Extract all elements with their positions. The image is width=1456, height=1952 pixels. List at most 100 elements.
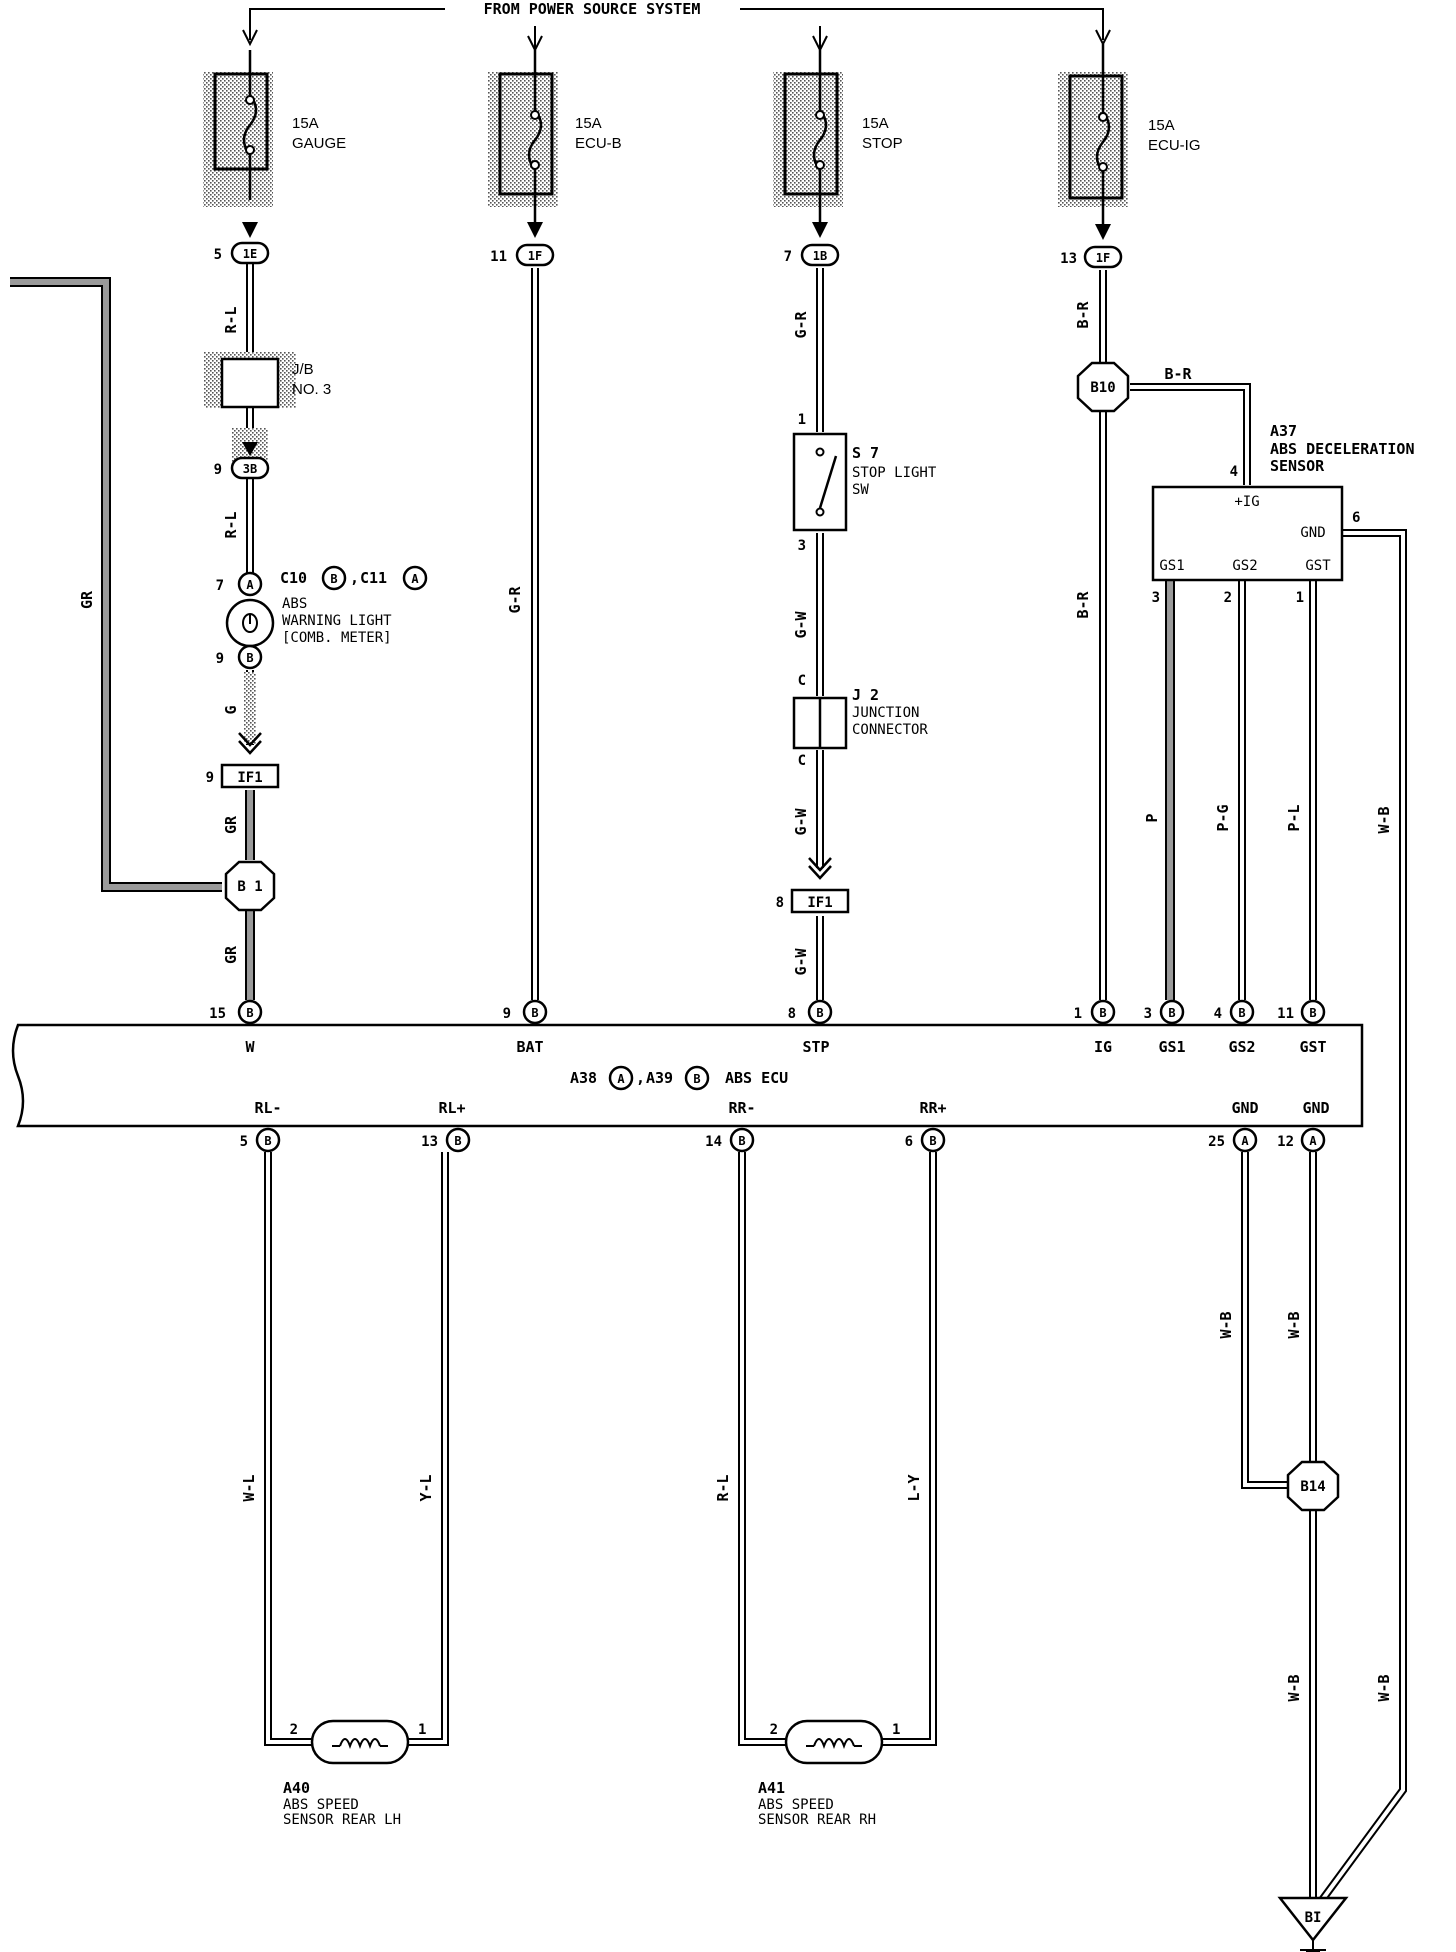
wire-label-stp: G-W: [792, 947, 810, 975]
junction-connector-line1: JUNCTION: [852, 705, 919, 721]
ecu-pin-w-name: W: [245, 1038, 255, 1056]
ground-bi-code: BI: [1305, 1910, 1322, 1926]
ecu-pin-rr-minus-num: 14: [705, 1134, 722, 1150]
warning-light-pin-top: 7: [216, 578, 224, 594]
decel-sensor-gs1-num: 3: [1152, 590, 1160, 606]
wire-label-gs2: P-G: [1214, 804, 1232, 831]
stop-switch-pin-bot: 3: [798, 538, 806, 554]
ecu-pin-stp-num: 8: [788, 1006, 796, 1022]
ecu-pin-bat-tag: B: [531, 1006, 538, 1020]
connector-1b-pin: 7: [784, 249, 792, 265]
decel-sensor-gst-name: GST: [1305, 558, 1331, 574]
wire-label-bat: G-R: [506, 585, 524, 613]
connector-3b-code: 3B: [243, 462, 257, 476]
speed-sensor-lh-pin-right: 1: [418, 1722, 426, 1738]
splice-b14-label: B14: [1300, 1479, 1325, 1495]
ecu-pin-ig-num: 1: [1074, 1006, 1082, 1022]
connector-1e: 1E 5: [214, 241, 270, 265]
ecu-pin-bat: B 9 BAT: [503, 999, 548, 1056]
ecu-pin-rl-minus-tag: B: [264, 1134, 271, 1148]
fuse-ecu-ig: 15A ECU-IG: [1058, 44, 1201, 240]
abs-deceleration-sensor: A37 ABS DECELERATION SENSOR 4 +IG GND 6 …: [1152, 422, 1415, 606]
ecu-pin-rr-plus: RR+ B 6: [905, 1099, 947, 1153]
ecu-pin-ig: B 1 IG: [1074, 999, 1116, 1056]
ecu-pin-stp: B 8 STP: [788, 999, 833, 1056]
ecu-pin-rl-plus-name: RL+: [438, 1099, 465, 1117]
connector-if1-left-code: IF1: [237, 770, 262, 786]
connector-1f-b: 1F 13: [1060, 245, 1123, 269]
connector-1f-b-pin: 13: [1060, 251, 1077, 267]
connector-1e-code: 1E: [243, 247, 257, 261]
speed-sensor-rh-pin-right: 1: [892, 1722, 900, 1738]
junction-block-3: J/B NO. 3: [204, 352, 331, 468]
wire-label-b1-out: GR: [222, 945, 240, 964]
fuse-stop-amp: 15A: [862, 115, 889, 132]
ecu-pin-gst-tag: B: [1309, 1006, 1316, 1020]
junction-connector-pin-top: C: [798, 673, 806, 689]
ecu-pin-gnd-12-num: 12: [1277, 1134, 1294, 1150]
stop-light-switch: 1 3 S 7 STOP LIGHT SW: [792, 412, 937, 554]
warning-light-pin-bot: 9: [216, 651, 224, 667]
stop-switch-line1: STOP LIGHT: [852, 465, 937, 481]
warning-light-ref-b-tag: A: [411, 572, 419, 586]
ecu-pin-gnd-25-name: GND: [1231, 1099, 1258, 1117]
stop-switch-line2: SW: [852, 482, 869, 498]
ecu-pin-gs2-tag: B: [1238, 1006, 1245, 1020]
ecu-pin-gs1-name: GS1: [1158, 1038, 1185, 1056]
ecu-pin-rr-plus-tag: B: [929, 1134, 936, 1148]
svg-text:,: ,: [350, 569, 359, 587]
wire-label-stop-in: G-R: [792, 310, 810, 338]
wire-label-b10-right: B-R: [1164, 365, 1192, 383]
speed-sensor-rear-lh: 2 1 A40 ABS SPEED SENSOR REAR LH: [283, 1719, 426, 1828]
junction-connector-ref: J 2: [852, 686, 879, 704]
ecu-pin-rl-minus: RL- B 5: [240, 1099, 282, 1153]
warning-light-pin-top-tag: A: [246, 578, 254, 592]
fuse-gauge: 15A GAUGE: [203, 50, 346, 238]
wire-label-ecuig-top: B-R: [1074, 300, 1092, 328]
ecu-pin-gst-num: 11: [1277, 1006, 1294, 1022]
ecu-pin-gst-name: GST: [1299, 1038, 1326, 1056]
warning-light-ref-b: C11: [360, 569, 387, 587]
wire-label-gauge-top: R-L: [222, 306, 240, 333]
ecu-pin-gst: B 11 GST: [1277, 999, 1327, 1056]
ecu-pin-gs1: B 3 GS1: [1144, 999, 1186, 1056]
abs-warning-light: A 7 B 9 C10 B , C11 A ABS WARNING LIGHT …: [216, 565, 428, 670]
wire-label-gst: P-L: [1285, 804, 1303, 831]
ecu-pin-w: B 15 W: [209, 999, 263, 1056]
speed-sensor-lh-pin-left: 2: [290, 1722, 298, 1738]
connector-1f-a-pin: 11: [490, 249, 507, 265]
ecu-title-b-tag: B: [693, 1072, 700, 1086]
ecu-pin-stp-name: STP: [802, 1038, 829, 1056]
speed-sensor-rh-line2: SENSOR REAR RH: [758, 1812, 876, 1828]
ecu-pin-gs2: B 4 GS2: [1214, 999, 1256, 1056]
fuse-ecu-b-name: ECU-B: [575, 135, 622, 152]
wire-label-jc-out: G-W: [792, 807, 810, 835]
connector-1b-code: 1B: [813, 249, 827, 263]
fuse-stop: 15A STOP: [773, 50, 903, 238]
junction-block-line1: J/B: [292, 361, 314, 378]
speed-sensor-lh-line2: SENSOR REAR LH: [283, 1812, 401, 1828]
ecu-pin-gnd-25: GND A 25: [1208, 1099, 1259, 1153]
fuse-stop-name: STOP: [862, 135, 903, 152]
fuse-gauge-name: GAUGE: [292, 135, 346, 152]
ecu-pin-gnd-25-num: 25: [1208, 1134, 1225, 1150]
splice-b1-label: B 1: [237, 879, 262, 895]
connector-1b: 1B 7: [784, 243, 840, 267]
connector-if1-mid: IF1 8: [776, 857, 850, 914]
ecu-pin-rr-plus-num: 6: [905, 1134, 913, 1150]
connector-1f-a-code: 1F: [528, 249, 542, 263]
decel-sensor-gs1-name: GS1: [1159, 558, 1184, 574]
ecu-title-a-tag: A: [617, 1072, 625, 1086]
warning-light-pin-bot-tag: B: [246, 651, 253, 665]
junction-block-line2: NO. 3: [292, 381, 331, 398]
wire-label-b14-out: W-B: [1285, 1674, 1303, 1701]
connector-if1-mid-pin: 8: [776, 895, 784, 911]
power-source-label: FROM POWER SOURCE SYSTEM: [484, 0, 701, 18]
wire-label-rr-plus: L-Y: [905, 1474, 923, 1501]
ecu-pin-rr-minus-tag: B: [738, 1134, 745, 1148]
wires: [10, 258, 1407, 1903]
wire-label-gnd-sensor: W-B: [1375, 806, 1393, 833]
ecu-pin-bat-name: BAT: [516, 1038, 543, 1056]
decel-sensor-ref: A37: [1270, 422, 1297, 440]
fuse-ecu-ig-amp: 15A: [1148, 117, 1175, 134]
